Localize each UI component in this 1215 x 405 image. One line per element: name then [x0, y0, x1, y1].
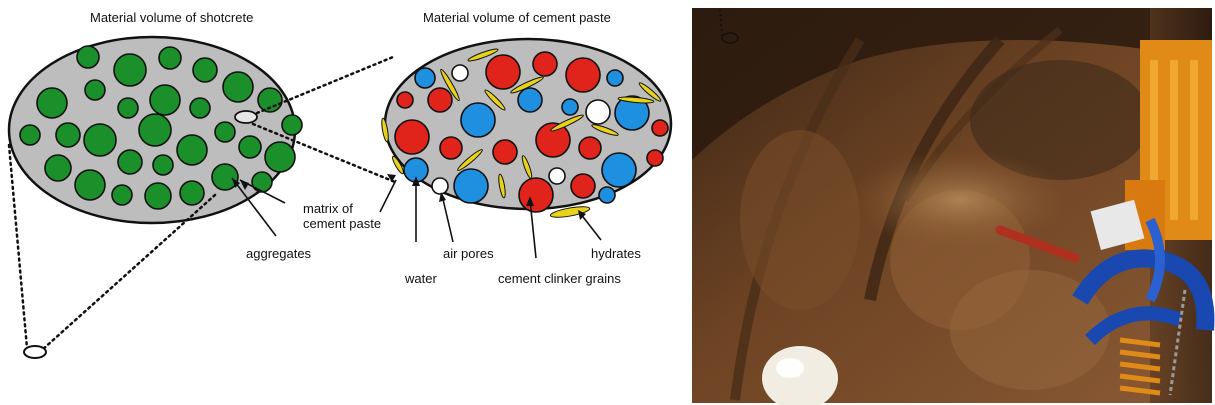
clinker-grain: [533, 52, 557, 76]
clinker-grain: [397, 92, 413, 108]
clinker-grain: [428, 88, 452, 112]
clinker-grain: [571, 174, 595, 198]
shotcrete-volume: [9, 37, 302, 223]
aggregate-particle: [265, 142, 295, 172]
water-drop: [415, 68, 435, 88]
label-aggregates: aggregates: [246, 246, 312, 261]
cement-paste-volume: [380, 39, 671, 219]
label-water: water: [404, 271, 437, 286]
water-drop: [562, 99, 578, 115]
aggregate-particle: [45, 155, 71, 181]
clinker-grain: [519, 178, 553, 212]
label-cement-clinker: cement clinker grains: [498, 271, 621, 286]
shotcrete-sample-marker: [24, 346, 46, 358]
clinker-grain: [647, 150, 663, 166]
clinker-grain: [652, 120, 668, 136]
clinker-grain: [486, 55, 520, 89]
water-drop: [461, 103, 495, 137]
air-pore: [432, 178, 448, 194]
aggregate-particle: [145, 183, 171, 209]
aggregate-particle: [282, 115, 302, 135]
aggregate-particle: [215, 122, 235, 142]
water-drop: [454, 169, 488, 203]
aggregate-particle: [114, 54, 146, 86]
title-shotcrete: Material volume of shotcrete: [90, 10, 253, 25]
aggregate-particle: [180, 181, 204, 205]
cement-paste-sample-marker: [235, 111, 257, 123]
label-air-pores: air pores: [443, 246, 494, 261]
aggregate-particle: [150, 85, 180, 115]
aggregate-particle: [56, 123, 80, 147]
aggregate-particle: [118, 150, 142, 174]
water-drop: [607, 70, 623, 86]
aggregate-particle: [37, 88, 67, 118]
tunnel-shotcrete-photo: [692, 8, 1212, 405]
title-cement-paste: Material volume of cement paste: [423, 10, 611, 25]
aggregate-particle: [85, 80, 105, 100]
aggregate-particle: [84, 124, 116, 156]
water-drop: [518, 88, 542, 112]
aggregate-particle: [177, 135, 207, 165]
aggregate-particle: [139, 114, 171, 146]
clinker-grain: [395, 120, 429, 154]
aggregate-particle: [193, 58, 217, 82]
aggregate-particle: [239, 136, 261, 158]
air-pore: [452, 65, 468, 81]
clinker-grain: [493, 140, 517, 164]
clinker-grain: [579, 137, 601, 159]
matrix-arrow-right: [380, 180, 396, 212]
label-matrix-line2: cement paste: [303, 216, 381, 231]
aggregate-particle: [75, 170, 105, 200]
air-pore: [586, 100, 610, 124]
label-hydrates: hydrates: [591, 246, 641, 261]
aggregate-particle: [112, 185, 132, 205]
aggregate-particle: [20, 125, 40, 145]
water-drop: [599, 187, 615, 203]
aggregate-particle: [212, 164, 238, 190]
aggregate-particle: [118, 98, 138, 118]
aggregate-particle: [252, 172, 272, 192]
clinker-grain: [440, 137, 462, 159]
water-drop: [602, 153, 636, 187]
aggregate-particle: [223, 72, 253, 102]
label-matrix-line1: matrix of: [303, 201, 353, 216]
clinker-grain: [566, 58, 600, 92]
aggregate-particle: [77, 46, 99, 68]
aggregate-particle: [159, 47, 181, 69]
aggregate-particle: [153, 155, 173, 175]
aggregate-particle: [190, 98, 210, 118]
air-pore: [549, 168, 565, 184]
